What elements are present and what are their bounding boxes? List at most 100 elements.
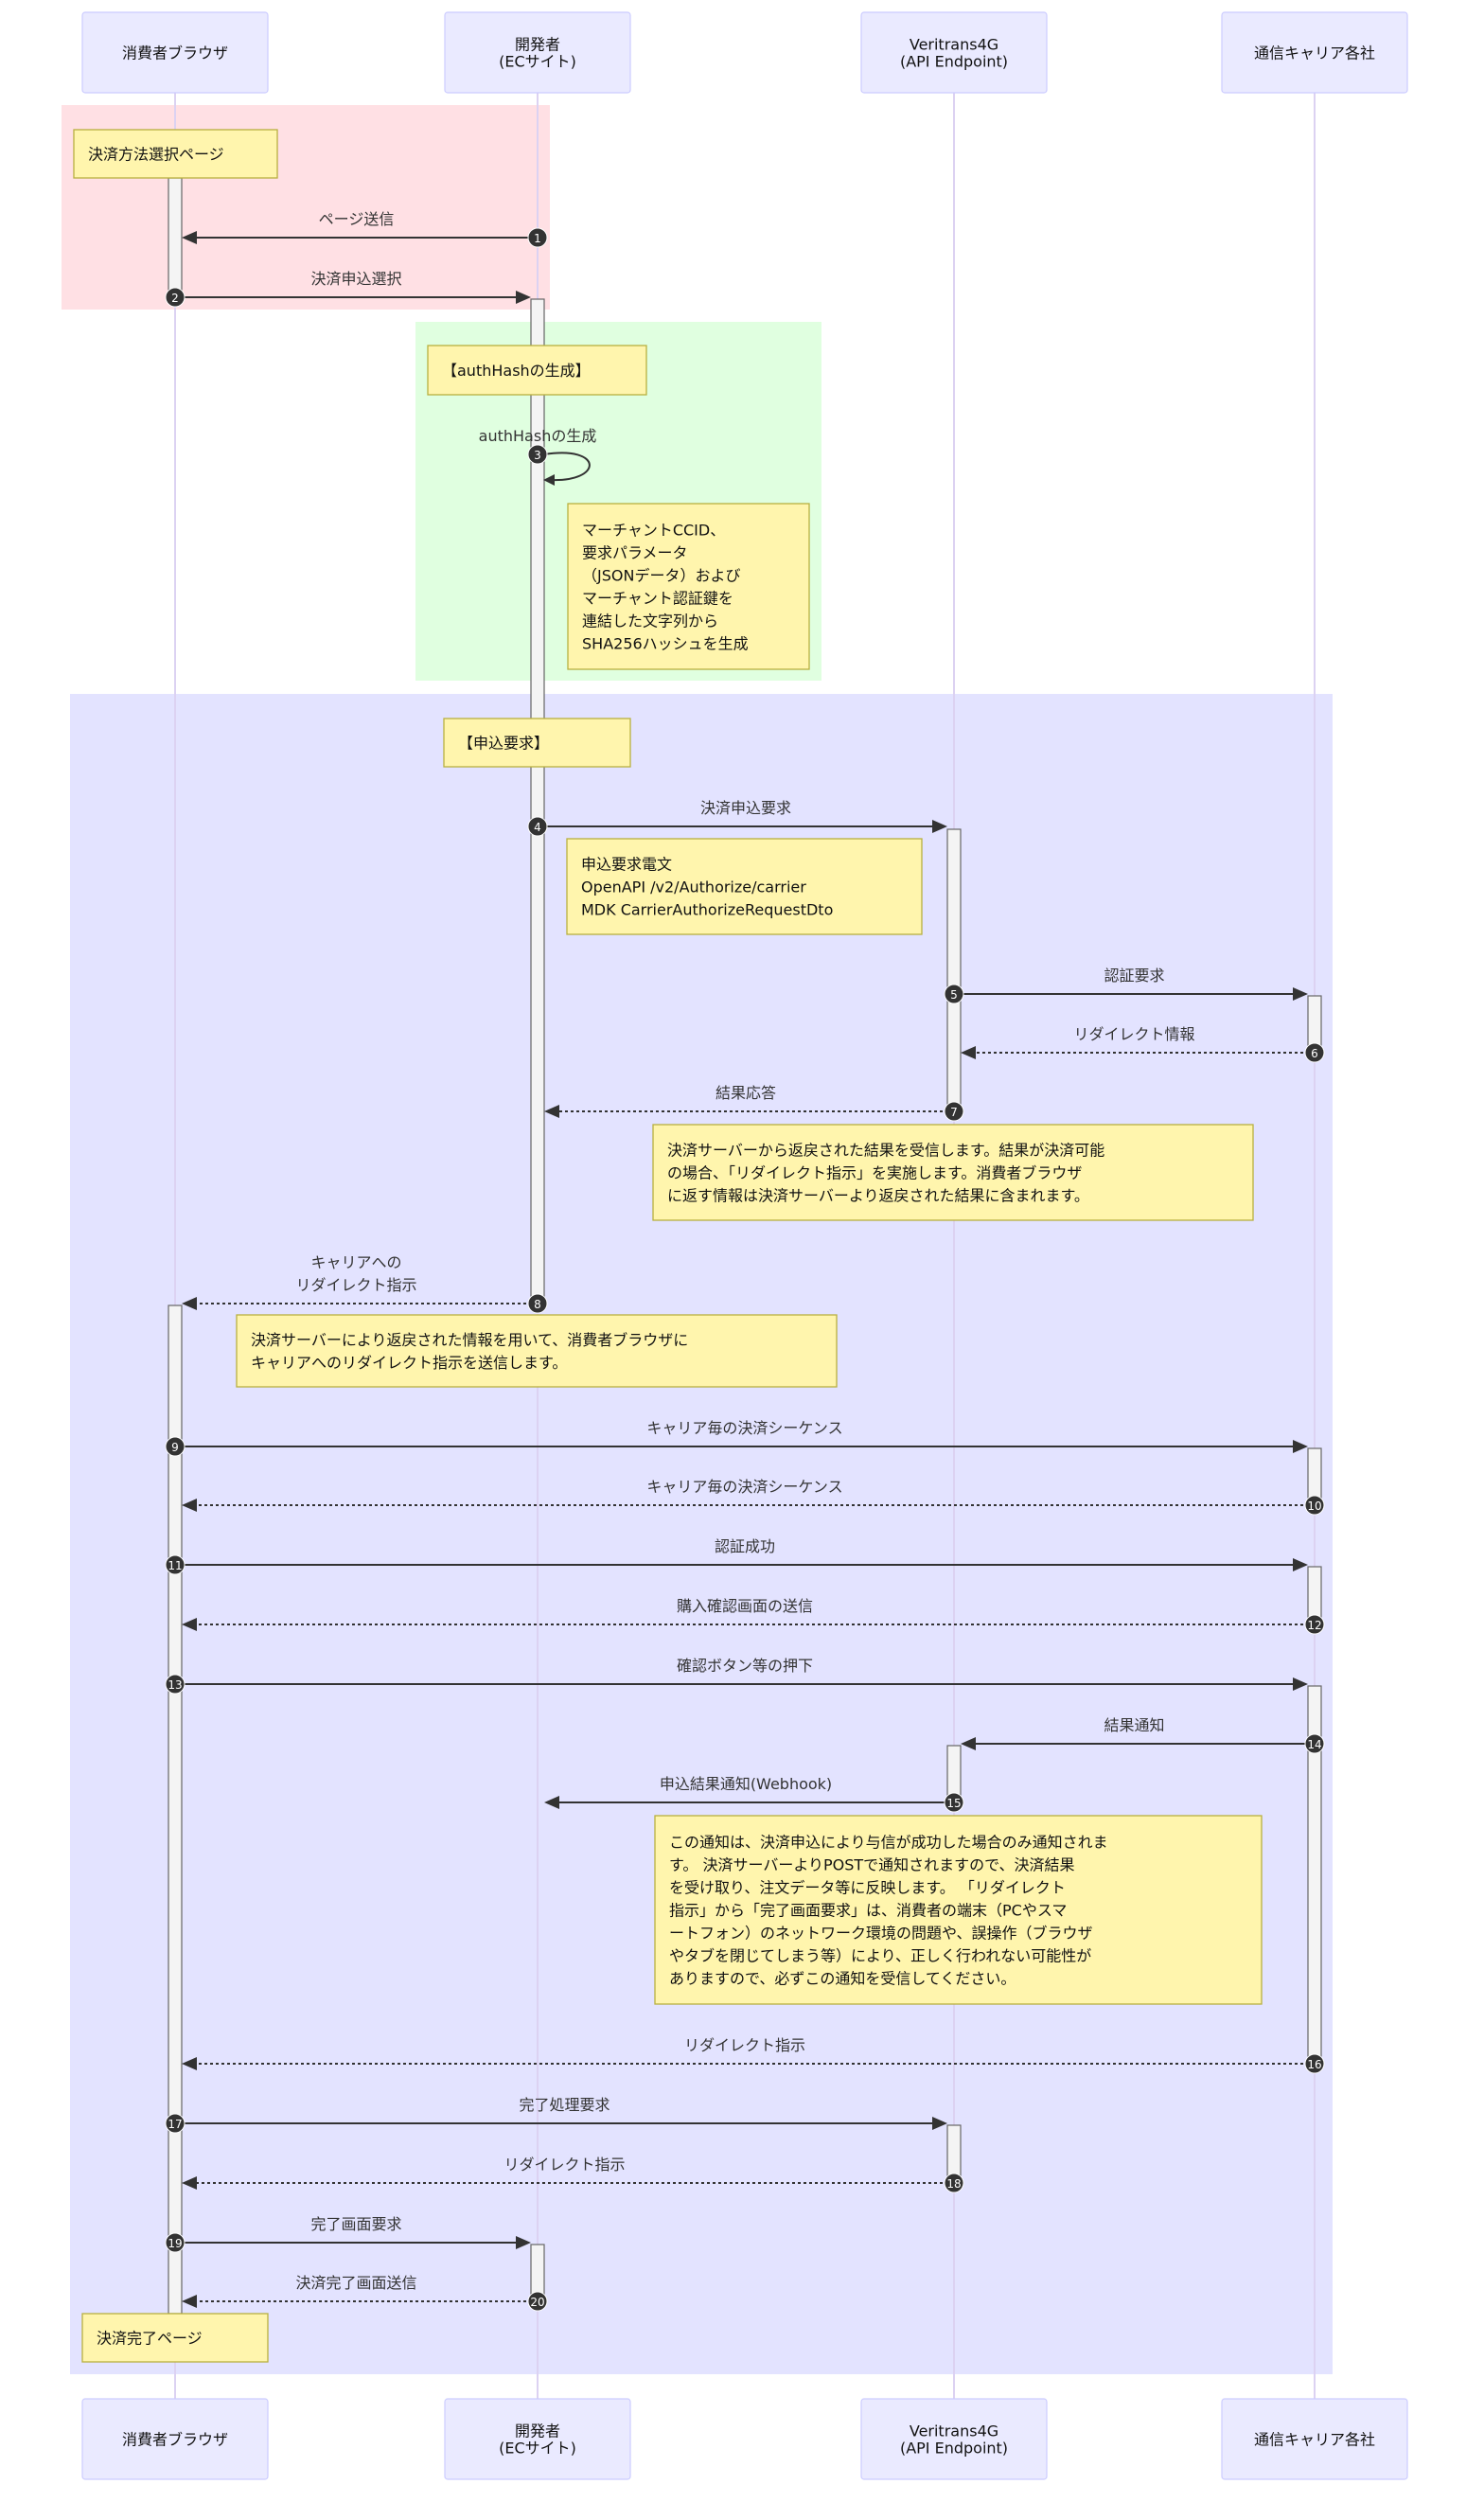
note: マーチャントCCID、要求パラメータ（JSONデータ）およびマーチャント認証鍵を… [567,503,810,670]
message-3: authHashの生成 3 [479,427,597,486]
message-15: 申込結果通知(Webhook)15 [544,1775,964,1813]
participant-box [1221,11,1408,94]
section-application-request [70,694,1333,2374]
message-label: リダイレクト指示 [684,2036,805,2054]
note-text: この通知は、決済申込により与信が成功した場合のみ通知されま [669,1834,1108,1852]
arrowhead [182,2176,197,2190]
sequence-number-badge [165,2113,186,2134]
note-text: に返す情報は決済サーバーより返戻された結果に含まれます。 [667,1187,1089,1205]
message-label: authHashの生成 [479,427,597,445]
arrowhead [544,1796,559,1809]
note: 決済サーバーから返戻された結果を受信します。結果が決済可能の場合、「リダイレクト… [652,1124,1254,1221]
message-label: 結果通知 [1104,1716,1164,1734]
sequence-number: 9 [171,1441,179,1454]
activation-bar-browser [168,1304,183,2315]
sequence-number-badge [1304,2053,1325,2074]
sequence-number-badge [165,1436,186,1457]
sequence-number-badge [944,1101,964,1122]
sequence-number-badge [944,2173,964,2193]
note-text: ートフォン）のネットワーク環境の問題や、誤操作（ブラウザ [669,1925,1093,1943]
sequence-number-badge [1304,1042,1325,1063]
sequence-number-badge [944,984,964,1004]
sequence-number-badge [527,444,548,465]
sequence-number-badge [165,1674,186,1695]
sequence-number: 5 [950,988,958,1002]
message-line [543,452,591,482]
message-label: 認証成功 [715,1537,775,1555]
message-label: リダイレクト指示 [295,1276,416,1294]
participant-label: 消費者ブラウザ [122,2431,228,2449]
message-label: リダイレクト情報 [1073,1025,1194,1043]
note: 【申込要求】 [443,718,631,768]
sequence-number-badge [527,227,548,248]
activation-bar-browser [168,177,183,298]
participant-label: (API Endpoint) [900,2440,1008,2458]
participant-carrier-top: 通信キャリア各社 [1221,11,1408,94]
note-text: 決済方法選択ページ [88,146,224,164]
message-label: 認証要求 [1104,967,1164,985]
note-text: 【authHashの生成】 [442,362,591,380]
sequence-number: 19 [168,2237,182,2250]
participant-box [860,11,1048,94]
sequence-number: 3 [534,449,541,462]
arrowhead [182,1499,197,1512]
note-box [427,345,647,396]
sections [62,105,1333,2374]
sequence-number-badge [527,816,548,837]
sequence-number-badge [527,2291,548,2312]
participant-box [81,11,269,94]
participant-label: 通信キャリア各社 [1254,2431,1375,2449]
participant-label: 通信キャリア各社 [1254,44,1375,62]
sequence-number: 16 [1307,2058,1321,2071]
arrowhead [182,231,197,244]
note-text: 申込要求電文 [581,856,672,874]
activation-bar-vt [946,828,962,1112]
note-text: やタブを閉じてしまう等）により、正しく行われない可能性が [669,1947,1091,1965]
arrowhead [932,2117,947,2130]
message-label: キャリアへの [310,1253,401,1271]
sequence-number: 20 [530,2296,544,2309]
arrowhead [182,2295,197,2308]
message-16: リダイレクト指示 16 [182,2036,1325,2074]
participant-label: (API Endpoint) [900,53,1008,71]
sequence-number-badge [944,1792,964,1813]
sequence-number-badge [1304,1614,1325,1635]
note-text: 要求パラメータ [582,544,688,562]
message-label: 決済申込選択 [310,270,401,288]
arrowhead [182,1297,197,1310]
sequence-number: 4 [534,821,541,834]
sequence-number: 10 [1307,1500,1321,1513]
participant-browser-top: 消費者ブラウザ [81,11,269,94]
message-label: 決済完了画面送信 [295,2274,416,2292]
participant-label: (ECサイト) [499,53,576,71]
note: 決済サーバーにより返戻された情報を用いて、消費者ブラウザにキャリアへのリダイレク… [236,1314,838,1388]
message-label: リダイレクト指示 [504,2156,625,2174]
note-text: ありますので、必ずこの通知を受信してください。 [669,1970,1016,1988]
participant-vt-bottom: Veritrans4G(API Endpoint) [860,2398,1048,2480]
message-5: 認証要求 5 [944,967,1308,1004]
note-box [443,718,631,768]
message-label: 結果応答 [716,1084,776,1102]
participant-box [1221,2398,1408,2480]
note-text: 指示」から「完了画面要求」は、消費者の端末（PCやスマ [669,1902,1067,1920]
message-label: 決済申込要求 [700,799,791,817]
note-box [566,838,923,935]
note-text: マーチャントCCID、 [582,522,725,540]
arrowhead [516,2236,531,2249]
note-box [567,503,810,670]
sequence-number: 2 [171,292,179,305]
participant-box [444,2398,631,2480]
note: 【authHashの生成】 [427,345,647,396]
note-text: キャリアへのリダイレクト指示を送信します。 [251,1354,567,1372]
sequence-number: 13 [168,1678,182,1692]
